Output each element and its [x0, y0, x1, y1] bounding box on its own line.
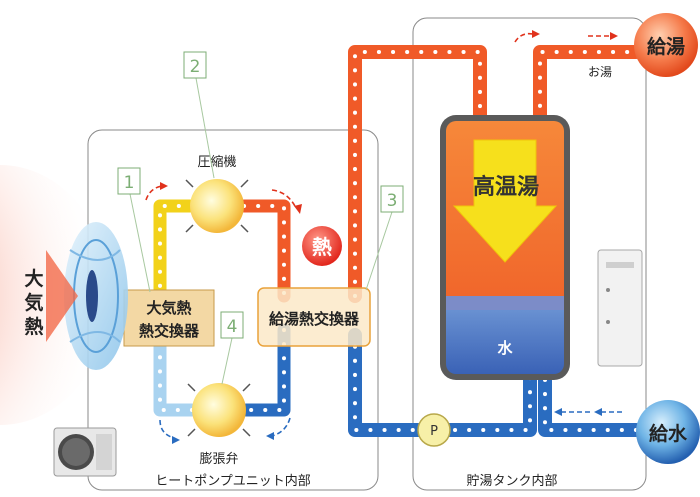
- water-supply-ball: [636, 400, 700, 464]
- tank-unit-frame: [412, 17, 647, 491]
- tank-unit-icon: [597, 249, 643, 367]
- svg-text:1: 1: [124, 173, 135, 193]
- outdoor-unit-icon: [53, 427, 117, 477]
- pump-label: P: [430, 424, 438, 439]
- tank-interior-label: 貯湯タンク内部: [466, 473, 557, 489]
- compressor: [185, 179, 249, 233]
- heat-pump-unit-label: ヒートポンプユニット内部: [155, 473, 311, 489]
- hot-water-supply-ball: [634, 13, 698, 77]
- air-heat-label-3: 熱: [24, 315, 43, 338]
- tank-water-label: 水: [497, 339, 513, 357]
- air-heat-arrow: [46, 250, 78, 342]
- pump: [417, 413, 451, 447]
- callout-3: 3: [365, 185, 404, 291]
- compressor-label: 圧縮機: [197, 154, 236, 170]
- tank-hot-label: 高温湯: [473, 174, 539, 200]
- svg-text:2: 2: [190, 57, 201, 77]
- expansion-valve-label: 膨張弁: [199, 452, 238, 467]
- air-heat-label-2: 気: [24, 291, 43, 314]
- callout-2: 2: [183, 51, 215, 179]
- expansion-valve: [187, 383, 251, 437]
- hot-water-supply-label: 給湯: [647, 35, 685, 58]
- callout-1: 1: [117, 167, 151, 293]
- fan-icon: [64, 222, 128, 370]
- hot-water-small-label: お湯: [588, 65, 612, 79]
- air-heat-exchanger: [123, 289, 215, 347]
- callout-4: 4: [220, 311, 244, 385]
- air-hx-label-1: 大気熱: [146, 299, 191, 317]
- flow-arrows: [145, 32, 622, 439]
- flow-arrowheads: [160, 30, 618, 444]
- hot-water-arrow: [452, 139, 558, 263]
- svg-text:4: 4: [227, 317, 238, 337]
- water-hx-label: 給湯熱交換器: [269, 310, 360, 328]
- water-supply-label: 給水: [649, 422, 688, 445]
- water-heat-exchanger: [257, 287, 371, 347]
- heat-ball: [302, 226, 342, 266]
- air-hx-label-2: 熱交換器: [139, 322, 200, 340]
- svg-text:3: 3: [387, 191, 398, 211]
- air-heat-label-1: 大: [24, 267, 43, 290]
- heat-label: 熱: [312, 235, 332, 259]
